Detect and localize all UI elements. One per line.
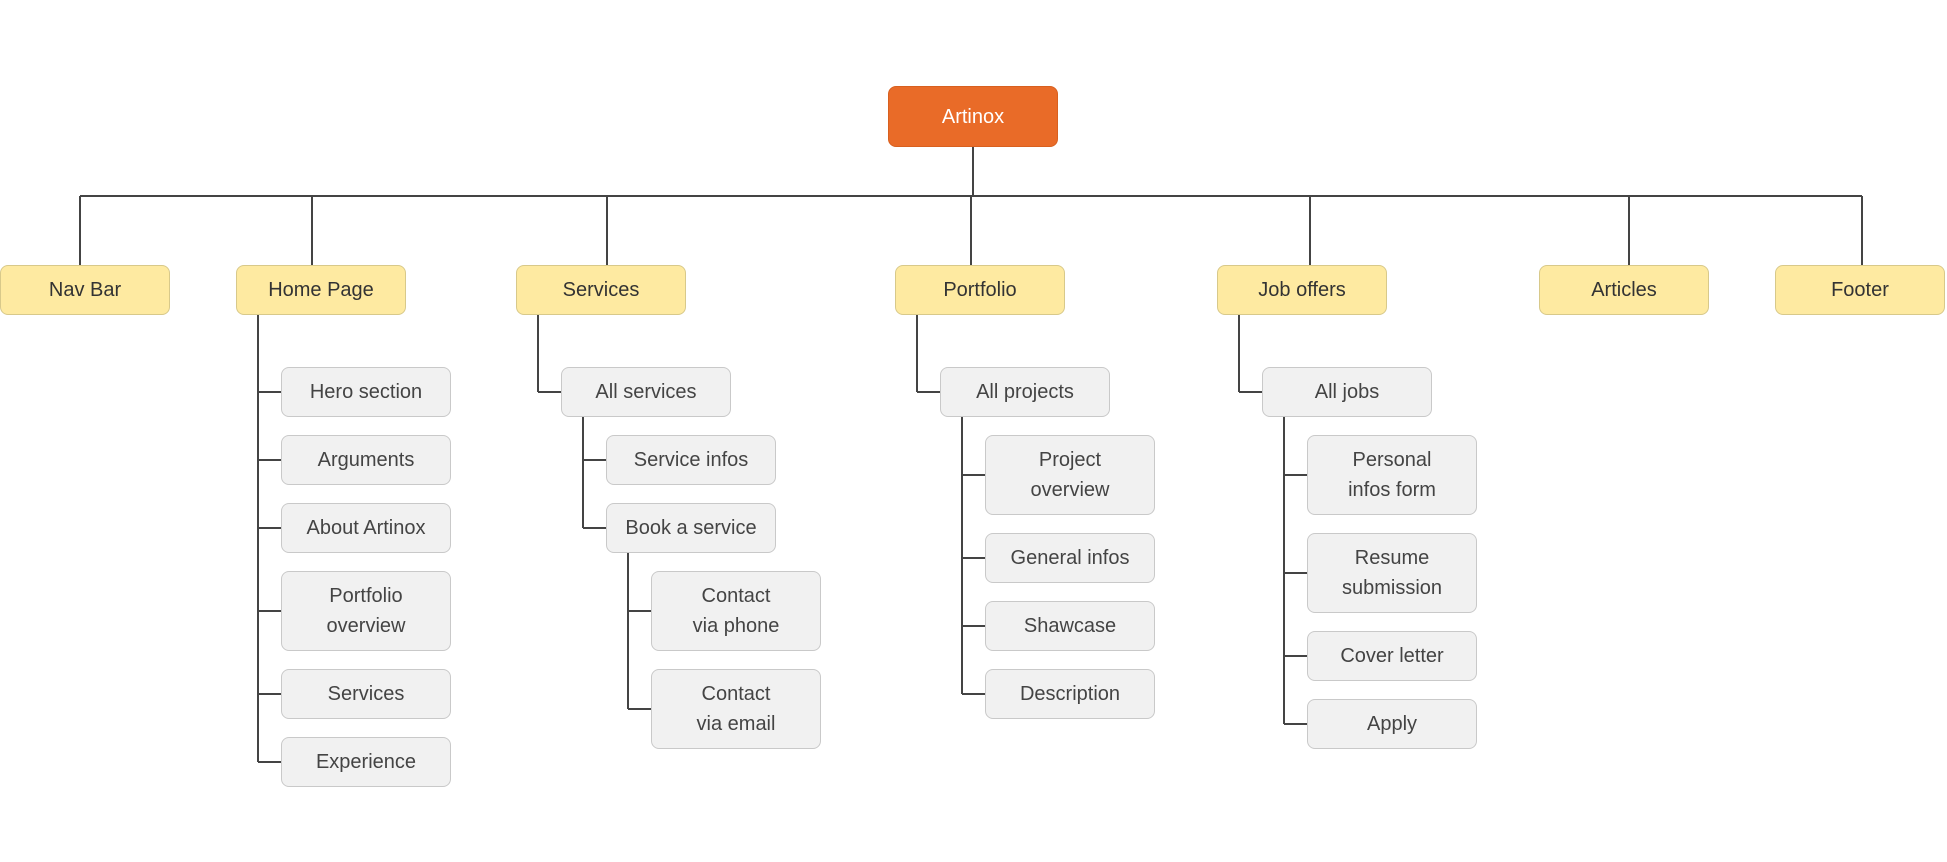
node-portfolio-overview: Portfolio overview — [281, 571, 451, 651]
root-node-artinox: Artinox — [888, 86, 1058, 147]
section-job-offers: Job offers — [1217, 265, 1387, 315]
node-all-projects: All projects — [940, 367, 1110, 417]
node-experience: Experience — [281, 737, 451, 787]
node-all-jobs-apply: Apply — [1307, 699, 1477, 749]
node-all-jobs: All jobs — [1262, 367, 1432, 417]
node-all-jobs-personal-infos-form: Personal infos form — [1307, 435, 1477, 515]
node-arguments: Arguments — [281, 435, 451, 485]
node-all-services: All services — [561, 367, 731, 417]
node-all-services-book-a-service-contact-via-email: Contact via email — [651, 669, 821, 749]
node-all-services-book-a-service-contact-via-phone: Contact via phone — [651, 571, 821, 651]
node-all-services-service-infos: Service infos — [606, 435, 776, 485]
section-home-page: Home Page — [236, 265, 406, 315]
node-all-jobs-resume-submission: Resume submission — [1307, 533, 1477, 613]
node-all-projects-project-overview: Project overview — [985, 435, 1155, 515]
node-all-jobs-cover-letter: Cover letter — [1307, 631, 1477, 681]
section-services: Services — [516, 265, 686, 315]
section-footer: Footer — [1775, 265, 1945, 315]
node-all-services-book-a-service: Book a service — [606, 503, 776, 553]
node-all-projects-general-infos: General infos — [985, 533, 1155, 583]
node-about-artinox: About Artinox — [281, 503, 451, 553]
section-articles: Articles — [1539, 265, 1709, 315]
node-all-projects-description: Description — [985, 669, 1155, 719]
section-nav-bar: Nav Bar — [0, 265, 170, 315]
node-services: Services — [281, 669, 451, 719]
node-all-projects-shawcase: Shawcase — [985, 601, 1155, 651]
node-hero-section: Hero section — [281, 367, 451, 417]
section-portfolio: Portfolio — [895, 265, 1065, 315]
